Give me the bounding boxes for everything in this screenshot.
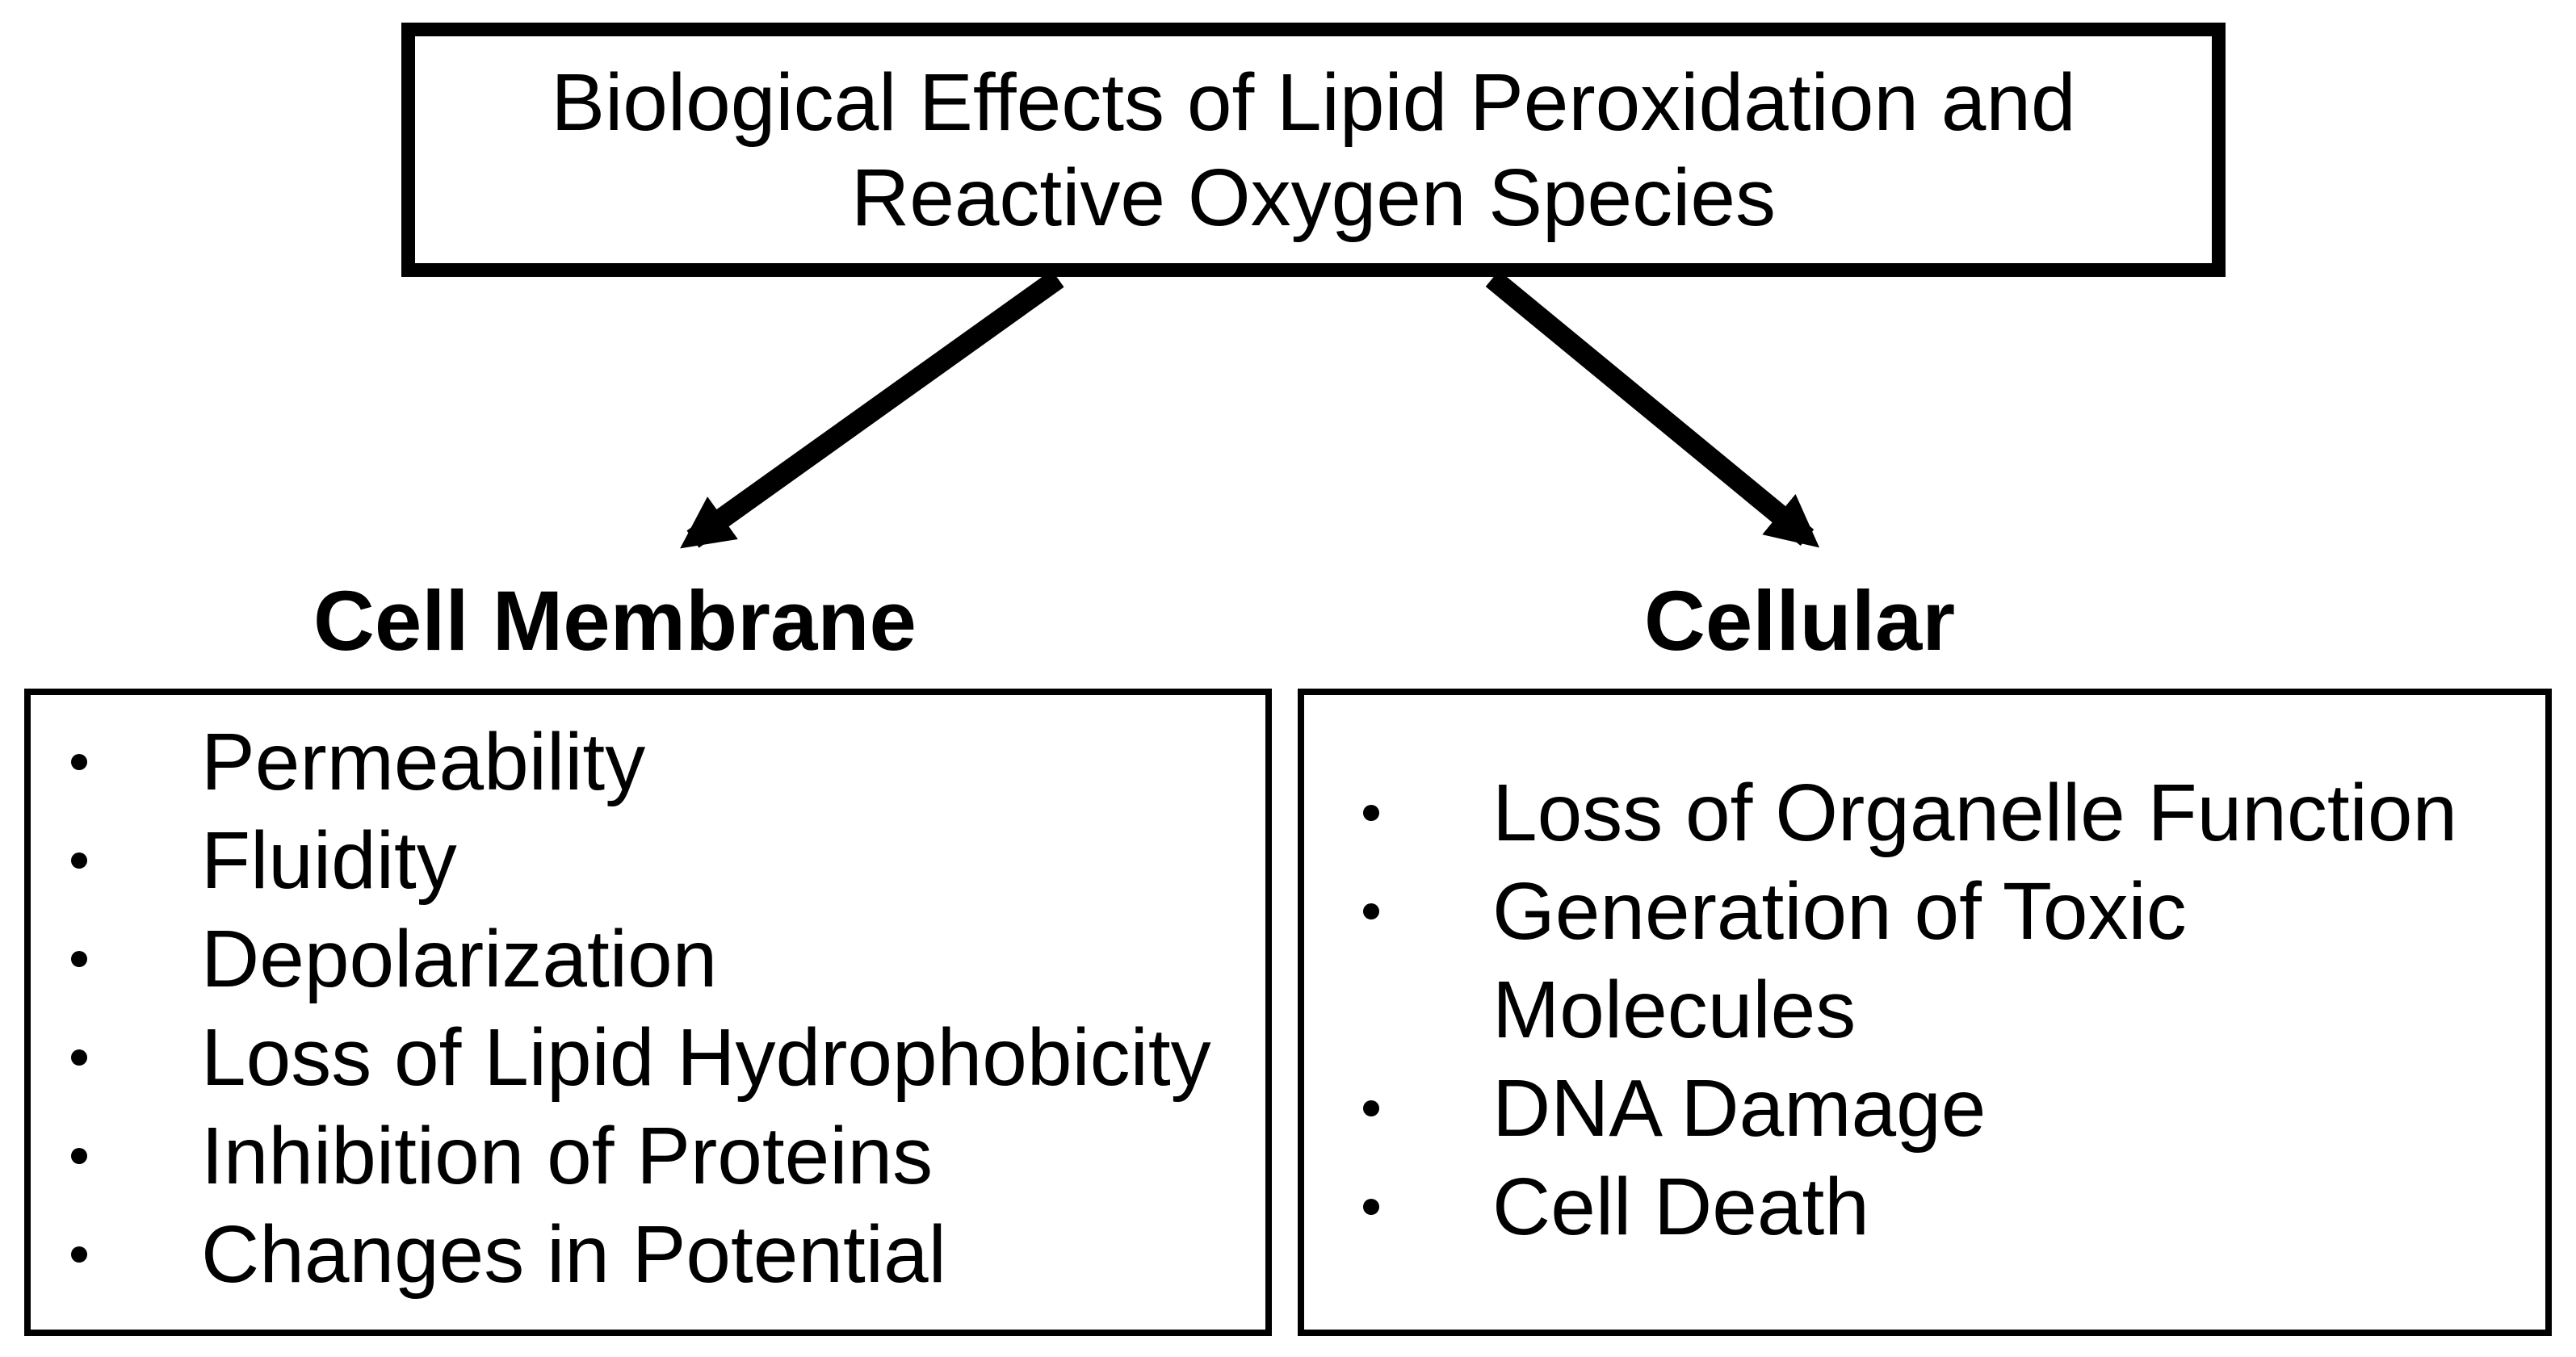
list-item: Depolarization bbox=[31, 910, 1265, 1008]
list-item-text: DNA Damage bbox=[1492, 1063, 1987, 1154]
list-item: DNA Damage bbox=[1304, 1059, 2545, 1158]
list-item: Fluidity bbox=[31, 811, 1265, 910]
arrow-left-icon bbox=[680, 270, 1064, 549]
list-item: Loss of Organelle Function bbox=[1304, 764, 2545, 862]
bullet-icon bbox=[71, 1148, 87, 1164]
list-item-text: Loss of Organelle Function bbox=[1492, 768, 2458, 858]
list-item-text: Cell Death bbox=[1492, 1162, 1869, 1252]
bullet-icon bbox=[1363, 805, 1379, 821]
list-item-text: Inhibition of Proteins bbox=[201, 1111, 933, 1201]
list-item-text: Permeability bbox=[201, 717, 646, 807]
list-item: Changes in Potential bbox=[31, 1205, 1265, 1304]
title-box: Biological Effects of Lipid Peroxidation… bbox=[401, 23, 2226, 277]
list-item: Inhibition of Proteins bbox=[31, 1107, 1265, 1205]
bullet-icon bbox=[1363, 1100, 1379, 1116]
bullet-icon bbox=[71, 951, 87, 967]
branch-heading-cell-membrane: Cell Membrane bbox=[313, 574, 917, 668]
bullet-icon bbox=[71, 754, 87, 770]
list-item-text: Depolarization bbox=[201, 914, 718, 1004]
list-item-text: Loss of Lipid Hydrophobicity bbox=[201, 1012, 1211, 1103]
list-item: Cell Death bbox=[1304, 1158, 2545, 1256]
arrow-right-icon bbox=[1485, 270, 1820, 548]
bullet-icon bbox=[1363, 1199, 1379, 1215]
bullet-icon bbox=[71, 1246, 87, 1263]
list-item-text: Fluidity bbox=[201, 815, 457, 906]
bullet-icon bbox=[71, 852, 87, 869]
list-item: Permeability bbox=[31, 713, 1265, 811]
title-line-2: Reactive Oxygen Species bbox=[850, 152, 1777, 243]
branch-heading-cellular: Cellular bbox=[1644, 574, 1956, 668]
bullet-icon bbox=[1363, 903, 1379, 919]
list-item-text: Changes in Potential bbox=[201, 1209, 946, 1300]
bullet-icon bbox=[71, 1049, 87, 1066]
list-item: Loss of Lipid Hydrophobicity bbox=[31, 1008, 1265, 1107]
title-line-1: Biological Effects of Lipid Peroxidation… bbox=[551, 57, 2076, 148]
